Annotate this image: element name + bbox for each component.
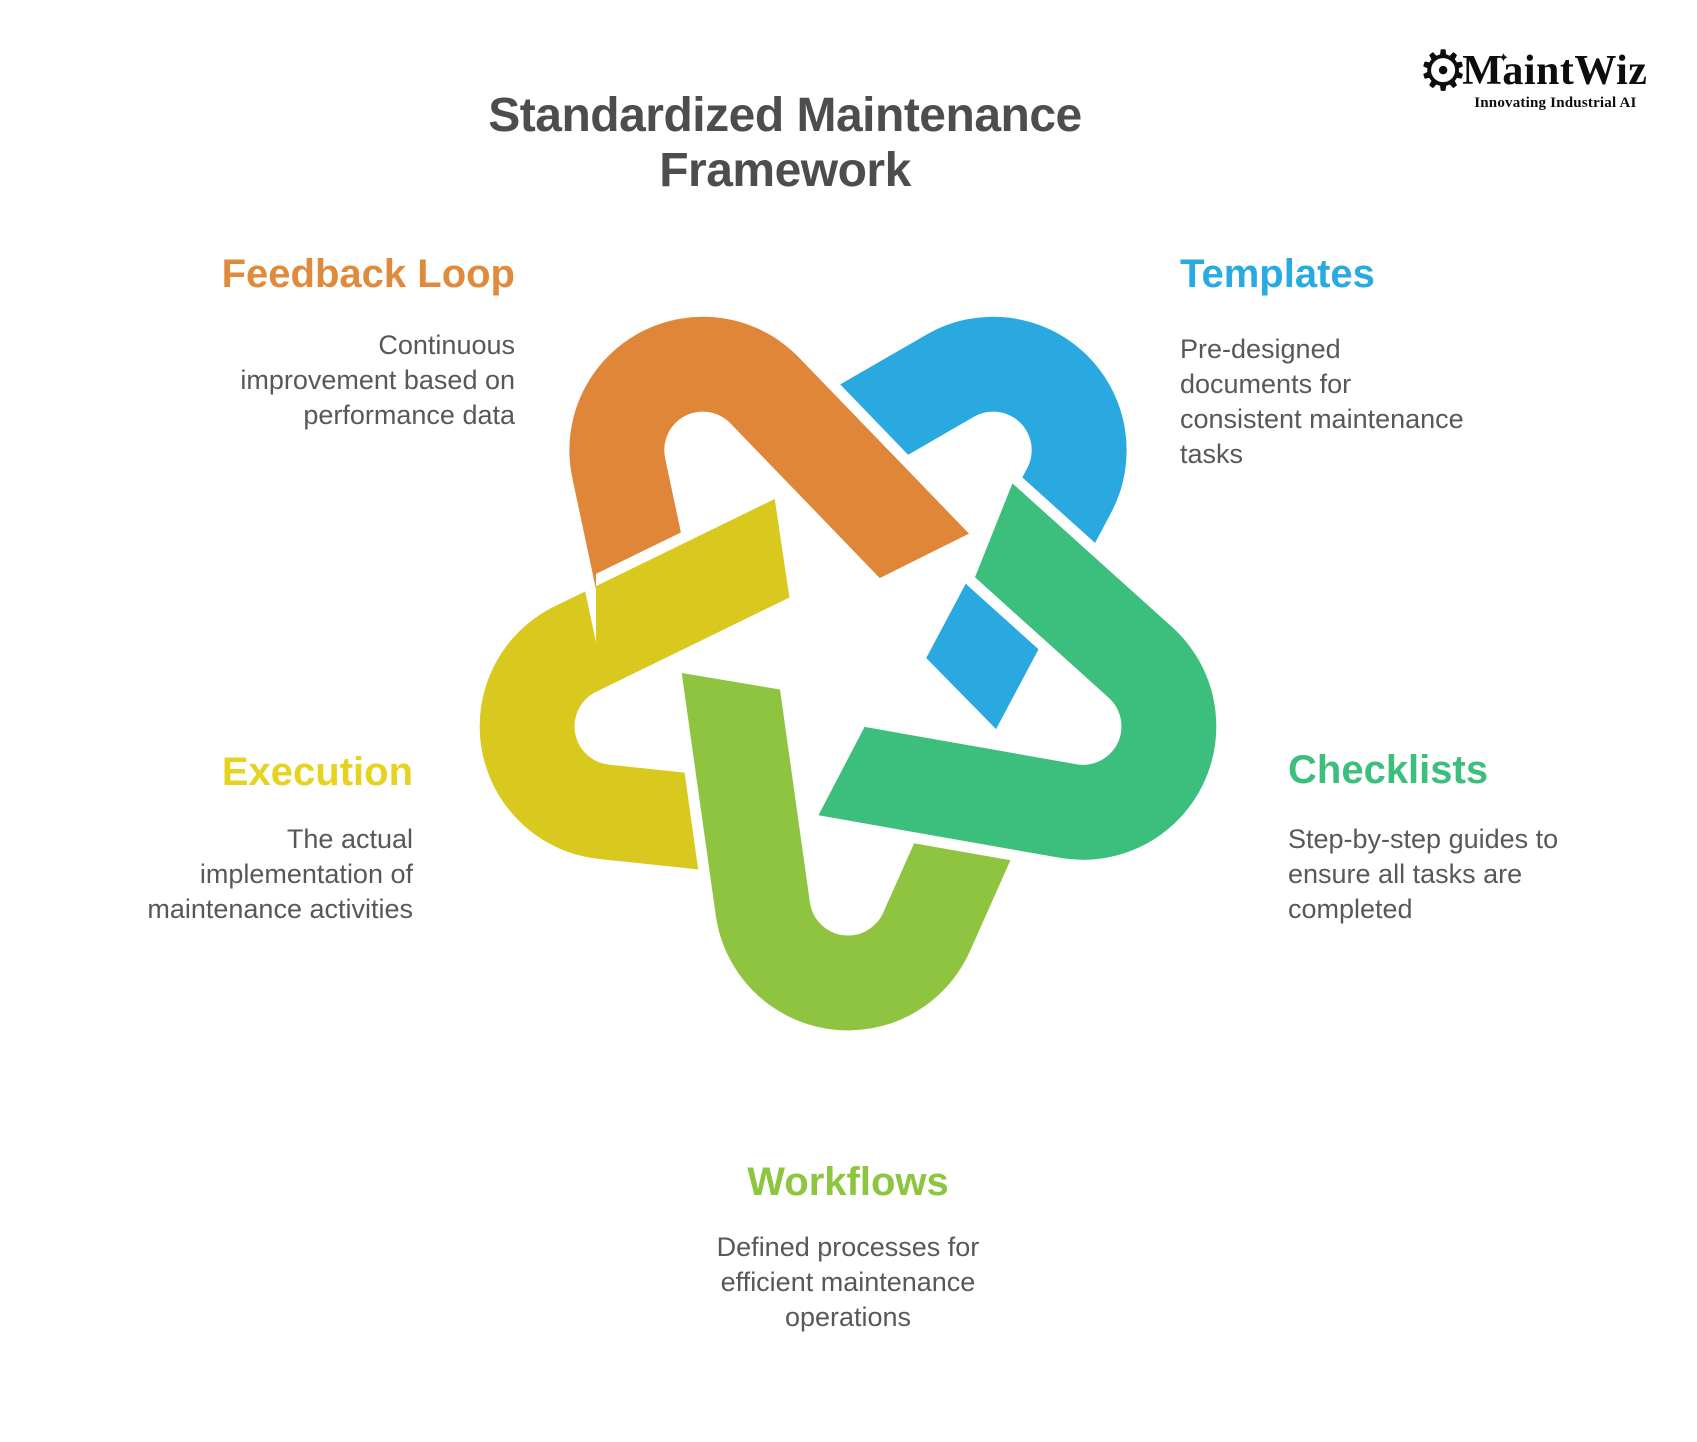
checklists-description: Step-by-step guides to ensure all tasks a… bbox=[1288, 822, 1558, 927]
description-line: operations bbox=[784, 1302, 912, 1332]
feedback-loop-description: Continuous improvement based on performanc… bbox=[240, 328, 515, 433]
logo-name: MaintWiz bbox=[1462, 48, 1648, 94]
description-line: Step-by-step guides to bbox=[1288, 824, 1559, 854]
description-line: Pre-designed bbox=[1180, 334, 1341, 364]
description-line: completed bbox=[1288, 894, 1413, 924]
description-line: Continuous bbox=[378, 330, 515, 360]
templates-heading: Templates bbox=[1180, 252, 1375, 296]
maintwiz-logo: ⚙ MaintWiz Innovating Industrial AI ✦ bbox=[1418, 44, 1668, 112]
workflows-description: Defined processes for efficient maintenan… bbox=[598, 1230, 1098, 1335]
description-line: implementation of bbox=[199, 859, 413, 889]
execution-description: The actual implementation of maintenance a… bbox=[147, 822, 413, 927]
description-line: performance data bbox=[303, 400, 515, 430]
description-line: ensure all tasks are bbox=[1288, 859, 1523, 889]
gear-icon: ⚙ bbox=[1418, 39, 1469, 104]
logo-tagline: Innovating Industrial AI bbox=[1474, 95, 1637, 111]
execution-heading: Execution bbox=[221, 750, 413, 794]
templates-description: Pre-designed documents for consistent main… bbox=[1180, 332, 1464, 472]
description-line: documents for bbox=[1180, 369, 1352, 399]
description-line: efficient maintenance bbox=[720, 1267, 976, 1297]
description-line: Defined processes for bbox=[716, 1232, 980, 1262]
description-line: improvement based on bbox=[240, 365, 515, 395]
feedback-loop-heading: Feedback Loop bbox=[221, 252, 515, 296]
description-line: maintenance activities bbox=[147, 894, 413, 924]
description-line: The actual bbox=[286, 824, 413, 854]
description-line: consistent maintenance bbox=[1180, 404, 1464, 434]
sparkle-icon: ✦ bbox=[1498, 50, 1509, 65]
workflows-heading: Workflows bbox=[747, 1160, 949, 1204]
page-title: Standardized Maintenance Framework bbox=[488, 89, 1082, 197]
description-line: tasks bbox=[1180, 439, 1244, 469]
checklists-heading: Checklists bbox=[1288, 748, 1489, 792]
